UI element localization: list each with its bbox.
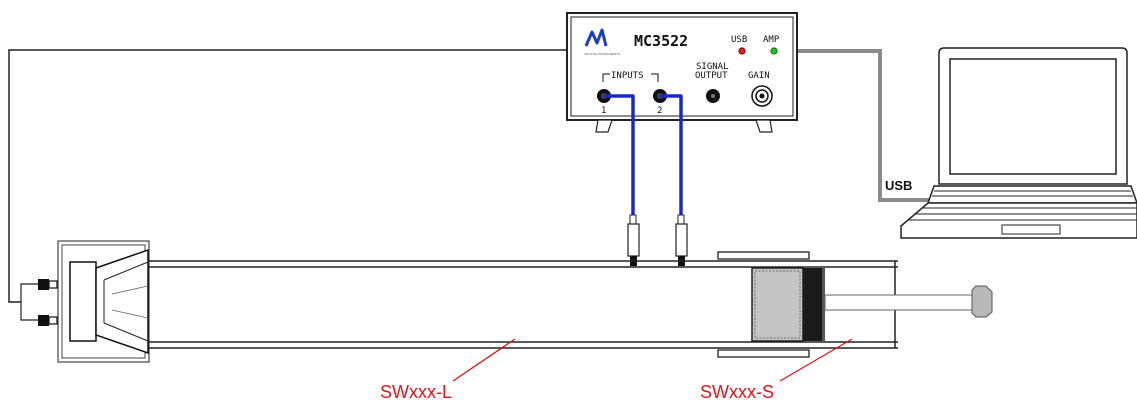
device-model-label: MC3522 (634, 32, 688, 50)
piston-knob (971, 285, 993, 318)
long-tube-pointer (452, 338, 516, 382)
piston-head (803, 268, 825, 341)
long-tube (149, 251, 898, 358)
sample-material (751, 267, 804, 342)
signal-output-label-line1: SIGNAL (696, 62, 729, 72)
loudspeaker-icon (57, 240, 150, 363)
laptop-icon (900, 47, 1137, 239)
amp-led-label: AMP (763, 35, 780, 45)
short-tube-pointer (779, 338, 853, 382)
short-tube-label: SWxxx-S (700, 382, 774, 402)
logo-caption: CRYSTAL INSTRUMENTS (584, 52, 620, 56)
inputs-bracket (602, 73, 659, 82)
signal-output-label-line2: OUTPUT (695, 71, 728, 81)
speaker-connectors (20, 279, 58, 326)
waveform-logo-icon: CRYSTAL INSTRUMENTS (584, 28, 620, 56)
long-tube-label: SWxxx-L (380, 382, 452, 402)
device-foot-right (755, 119, 773, 133)
speaker-cable (8, 49, 568, 303)
usb-led (738, 47, 746, 55)
sample-holder (751, 267, 993, 342)
piston-rod (824, 294, 973, 311)
amp-led (770, 47, 778, 55)
input-number-1: 1 (601, 106, 606, 116)
microphone-2 (675, 214, 688, 266)
microphone-1 (627, 214, 640, 266)
device-foot-left (595, 119, 613, 133)
input-number-2: 2 (657, 106, 662, 116)
gain-label: GAIN (748, 71, 770, 81)
usb-cable (797, 49, 940, 202)
usb-led-label: USB (731, 35, 747, 45)
usb-cable-label: USB (885, 178, 912, 193)
inputs-label: INPUTS (611, 71, 644, 81)
